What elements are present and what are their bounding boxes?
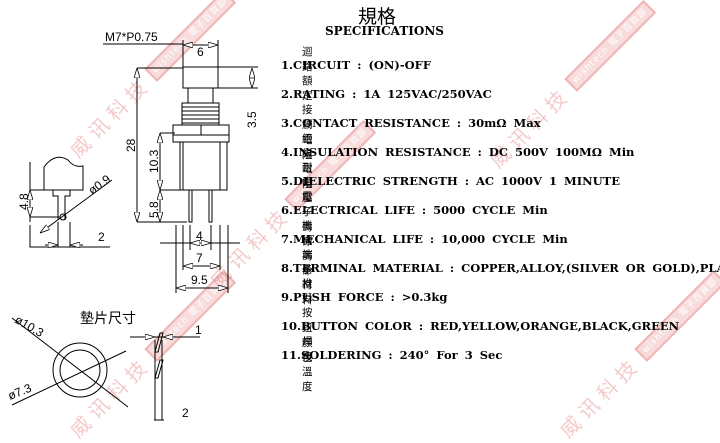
dim-body-height: 10.3 <box>147 149 161 173</box>
spec-value: 2.RATING : 1A 125VAC/250VAC <box>281 87 492 101</box>
spec-label-zh: 額定 <box>302 75 313 102</box>
spec-value: 10.BUTTON COLOR : RED,YELLOW,ORANGE,BLAC… <box>281 319 680 333</box>
dim-hole: ø0.9 <box>86 172 114 198</box>
dim-terminal-length: 5.8 <box>147 201 161 218</box>
thread-bushing <box>181 102 220 126</box>
spec-value: 1.CIRCUIT : (ON)-OFF <box>281 58 431 72</box>
spec-value: 4.INSULATION RESISTANCE : DC 500V 100MΩ … <box>281 145 635 159</box>
spec-value: 8.TERMINAL MATERIAL : COPPER,ALLOY,(SILV… <box>281 261 720 275</box>
spec-label-zh: 電子壽命 <box>302 191 313 248</box>
washer-view <box>11 317 200 421</box>
dim-terminal-tab: 4.8 <box>17 193 31 210</box>
dim-cap-height: 3.5 <box>245 111 259 128</box>
spec-label-zh: 接觸電阻 <box>302 104 313 161</box>
spec-value: 6.ELECTRICAL LIFE : 5000 CYCLE Min <box>281 203 548 217</box>
spec-label-zh: 按鈕顏色 <box>302 307 313 364</box>
dim-body-width: 7 <box>196 251 203 265</box>
spec-label-zh: 迴路 <box>302 46 313 73</box>
dim-washer-height: 2 <box>182 406 189 420</box>
spec-title-zh: 規格 <box>358 6 397 28</box>
dim-terminal-width: 2 <box>98 230 105 244</box>
spec-label-zh: 耐電壓 <box>302 162 313 204</box>
spec-value: 5.DIELECTRIC STRENGTH : AC 1000V 1 MINUT… <box>281 174 620 188</box>
spec-title-en: SPECIFICATIONS <box>325 24 444 38</box>
dim-total-height: 28 <box>124 138 138 152</box>
spec-value: 7.MECHANICAL LIFE : 10,000 CYCLE Min <box>281 232 568 246</box>
spec-label-zh: 機械壽命 <box>302 220 313 277</box>
dim-terminal-pitch: 4 <box>196 229 203 243</box>
terminal <box>188 189 193 223</box>
spec-label-zh: 推力 <box>302 278 313 305</box>
spec-value: 9.PUSH FORCE : >0.3kg <box>281 290 448 304</box>
spec-value: 3.CONTACT RESISTANCE : 30mΩ Max <box>281 116 541 130</box>
spec-label-zh: 絕緣電阻 <box>302 133 313 190</box>
switch-front-view <box>172 66 230 223</box>
dim-washer-thickness: 1 <box>195 323 202 337</box>
spec-label-zh: 焊接溫度 <box>302 336 313 393</box>
dim-washer-outer: ø10.3 <box>13 312 47 340</box>
dim-washer-inner: ø7.3 <box>6 381 34 403</box>
dim-nut-width: 9.5 <box>191 273 208 287</box>
dim-cap-width: 6 <box>197 45 204 59</box>
button-cap <box>182 66 219 89</box>
washer-title: 墊片尺寸 <box>80 311 136 327</box>
spec-value: 11.SOLDERING : 240° For 3 Sec <box>281 348 503 362</box>
thread-label: M7*P0.75 <box>105 30 158 44</box>
terminal-side-view <box>30 156 113 247</box>
switch-drawing: M7*P0.75 6 3.5 28 10.3 5.8 4 7 9.5 <box>6 30 259 421</box>
terminal <box>208 189 213 223</box>
body <box>179 141 228 191</box>
spec-label-zh: 端子材料 <box>302 249 313 306</box>
